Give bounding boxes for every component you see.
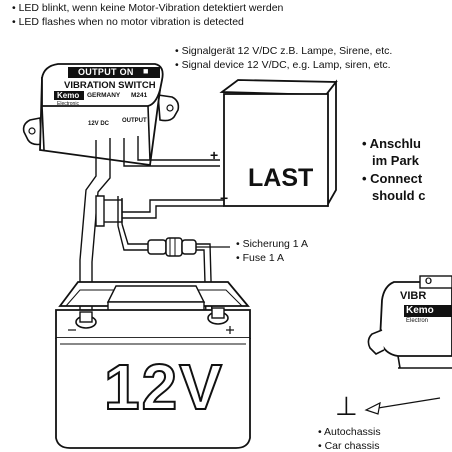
power-wires — [79, 152, 213, 318]
module-header: OUTPUT ON — [78, 67, 134, 77]
note-chassis-german: • Autochassis — [318, 426, 381, 438]
note-right-1: • Anschlu — [362, 136, 421, 151]
label-12v-dc: 12V DC — [88, 121, 110, 127]
module-model: M241 — [131, 92, 148, 99]
note-led-german: • LED blinkt, wenn keine Motor-Vibration… — [12, 2, 284, 14]
note-fuse-german: • Sicherung 1 A — [236, 238, 308, 250]
ground-symbol: ⊥ — [335, 392, 358, 422]
note-signal-english: • Signal device 12 V/DC, e.g. Lamp, sire… — [175, 59, 391, 71]
module2-title: VIBR — [400, 290, 427, 302]
note-chassis-english: • Car chassis — [318, 440, 380, 452]
module-subbrand: Electronic — [57, 101, 79, 107]
signal-wires — [122, 150, 224, 219]
vibration-switch-module-2 — [367, 275, 452, 369]
note-right-3: • Connect — [362, 171, 423, 186]
battery-voltage-label: 12V — [103, 350, 224, 424]
note-fuse-english: • Fuse 1 A — [236, 252, 285, 264]
module-title: VIBRATION SWITCH — [64, 80, 156, 91]
vibration-switch-module — [22, 63, 180, 167]
module2-header: O — [425, 276, 433, 286]
note-right-4: should c — [372, 188, 426, 203]
load-minus: − — [220, 190, 229, 206]
module-brand: Kemo — [57, 91, 80, 100]
led-icon: ■ — [143, 66, 149, 76]
fuse-holder — [147, 237, 230, 257]
load-label: LAST — [248, 164, 314, 192]
load-box — [219, 76, 338, 208]
load-plus: + — [210, 147, 219, 163]
module-country: GERMANY — [87, 92, 121, 99]
car-battery — [55, 281, 251, 449]
chassis-arrow — [364, 397, 441, 415]
note-signal-german: • Signalgerät 12 V/DC z.B. Lampe, Sirene… — [175, 45, 393, 57]
module2-brand: Kemo — [406, 305, 434, 316]
note-led-english: • LED flashes when no motor vibration is… — [12, 16, 244, 28]
note-right-2: im Park — [372, 153, 419, 168]
label-output: OUTPUT — [122, 118, 147, 124]
module2-subbrand: Electron — [406, 318, 429, 324]
